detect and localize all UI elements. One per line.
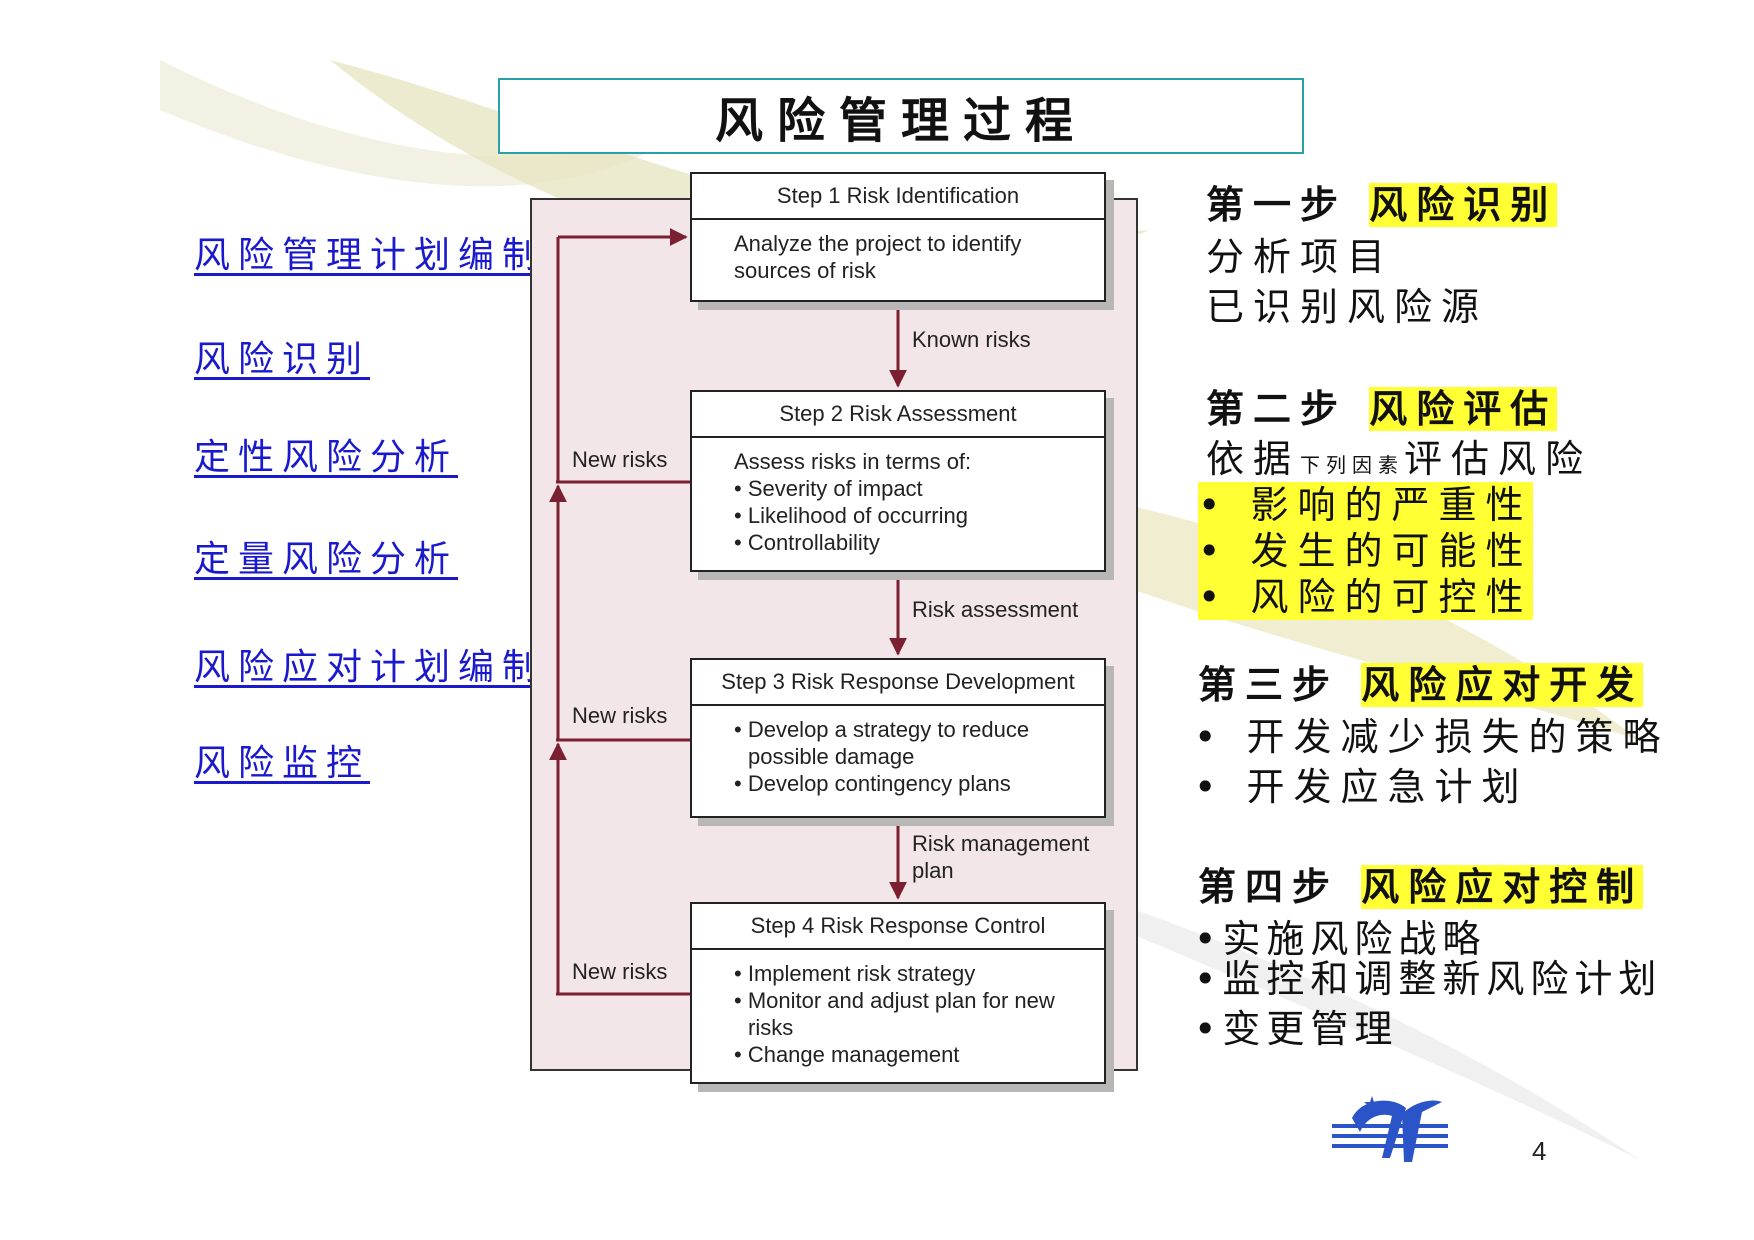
step-1-highlight: 风险识别 [1369, 183, 1558, 227]
step-3-title: Step 3 Risk Response Development [692, 660, 1104, 706]
step-4-bullet: •实施风险战略 [1194, 917, 1487, 961]
step-2-bullet: Controllability [734, 529, 1104, 556]
logo-icon [1332, 1088, 1448, 1170]
step-2-desc-a: 依据 [1206, 437, 1301, 481]
step-3-bullet: • 开发应急计划 [1194, 765, 1529, 809]
step-3-highlight: 风险应对开发 [1361, 663, 1644, 707]
step-2-bullet: • 发生的可能性 [1198, 528, 1533, 574]
flow-label-known-risks: Known risks [912, 327, 1031, 352]
step-2-title: Step 2 Risk Assessment [692, 392, 1104, 438]
page-title: 风险管理过程 [714, 93, 1087, 149]
nav-link-response-plan[interactable]: 风险应对计划编制 [194, 647, 547, 688]
step-4-heading: 第四步 风险应对控制 [1198, 864, 1644, 910]
flow-label-risk-management-plan: Risk management plan [912, 830, 1089, 884]
step-2-bullet: Severity of impact [734, 475, 1104, 502]
step-1-box: Step 1 Risk Identification Analyze the p… [690, 172, 1106, 302]
step-4-bullet: •变更管理 [1194, 1007, 1399, 1051]
feedback-label-new-risks: New risks [572, 703, 668, 728]
step-1-line-2: sources of risk [734, 258, 876, 283]
step-4-bullet: •监控和调整新风险计划 [1194, 957, 1663, 1001]
flow-label-line-1: Risk management [912, 831, 1090, 856]
flow-label-risk-assessment: Risk assessment [912, 597, 1079, 622]
step-2-box: Step 2 Risk Assessment Assess risks in t… [690, 390, 1106, 572]
step-4-highlight: 风险应对控制 [1361, 865, 1644, 909]
feedback-label-new-risks: New risks [572, 959, 668, 984]
step-4-bullet: Change management [734, 1041, 1064, 1068]
step-1-desc-1: 分析项目 [1206, 235, 1395, 279]
step-3-bullet: Develop contingency plans [734, 770, 1074, 797]
step-4-bullet: Monitor and adjust plan for new risks [734, 987, 1064, 1041]
step-1-prefix: 第一步 [1206, 183, 1348, 227]
step-1-heading: 第一步 风险识别 [1206, 182, 1558, 228]
nav-link-risk-monitoring[interactable]: 风险监控 [194, 743, 371, 784]
step-2-intro: Assess risks in terms of: [734, 449, 972, 474]
step-3-prefix: 第三步 [1198, 663, 1340, 707]
swoosh-bottom [1050, 880, 1640, 1160]
nav-link-qualitative-analysis[interactable]: 定性风险分析 [194, 437, 459, 478]
step-2-desc: 依据下列因素评估风险 [1206, 436, 1592, 488]
step-2-prefix: 第二步 [1206, 387, 1348, 431]
step-4-title: Step 4 Risk Response Control [692, 904, 1104, 950]
step-3-box: Step 3 Risk Response Development Develop… [690, 658, 1106, 818]
step-2-heading: 第二步 风险评估 [1206, 386, 1558, 432]
step-4-box: Step 4 Risk Response Control Implement r… [690, 902, 1106, 1084]
step-4-bullet: Implement risk strategy [734, 960, 1064, 987]
step-1-desc-2: 已识别风险源 [1206, 285, 1489, 329]
step-2-desc-b: 下列因素 [1300, 453, 1405, 477]
step-2-bullet: • 影响的严重性 [1198, 482, 1533, 528]
step-2-highlight: 风险评估 [1369, 387, 1558, 431]
feedback-label-new-risks: New risks [572, 447, 668, 472]
step-2-bullet: Likelihood of occurring [734, 502, 1104, 529]
step-3-bullet: • 开发减少损失的策略 [1194, 715, 1670, 759]
step-1-title: Step 1 Risk Identification [692, 174, 1104, 220]
step-2-bullet: • 风险的可控性 [1198, 574, 1533, 620]
flow-label-line-2: plan [912, 858, 954, 883]
step-1-line-1: Analyze the project to identify [734, 231, 1022, 256]
nav-link-risk-plan[interactable]: 风险管理计划编制 [194, 235, 547, 276]
nav-link-quantitative-analysis[interactable]: 定量风险分析 [194, 539, 459, 580]
step-2-desc-c: 评估风险 [1404, 437, 1593, 481]
step-3-heading: 第三步 风险应对开发 [1198, 662, 1644, 708]
nav-link-risk-identification[interactable]: 风险识别 [194, 339, 371, 380]
step-3-bullet: Develop a strategy to reduce possible da… [734, 716, 1074, 770]
page-number: 4 [1532, 1136, 1547, 1166]
step-4-prefix: 第四步 [1198, 865, 1340, 909]
title-box: 风险管理过程 [498, 78, 1304, 154]
